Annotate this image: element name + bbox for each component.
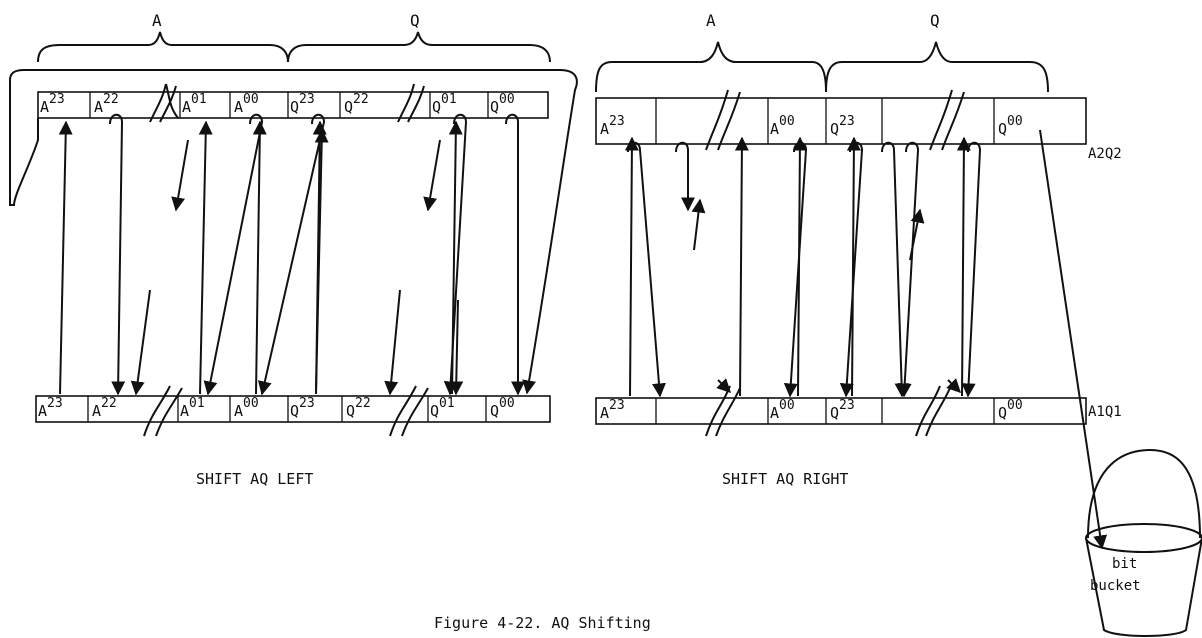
right-down-arrow <box>676 143 688 210</box>
bucket-label-line2: bucket <box>1090 578 1141 594</box>
left-up-arrow <box>256 122 260 394</box>
left-partial-arrow <box>176 140 188 210</box>
bucket-rim <box>1086 524 1202 552</box>
bit-bucket: bit bucket <box>1086 450 1202 636</box>
left-brace-label-q: Q <box>410 11 420 30</box>
left-partial-arrow <box>428 140 440 210</box>
right-up-arrow <box>740 138 742 396</box>
right-down-arrow <box>628 143 660 396</box>
right-up-arrow <box>630 138 632 396</box>
right-partial-arrow <box>718 380 730 392</box>
left-down-arrow <box>110 115 122 394</box>
left-down-arrow <box>450 115 466 394</box>
right-top-register-label: A2Q2 <box>1088 146 1122 162</box>
right-brace-label-q: Q <box>930 11 940 30</box>
right-caption: SHIFT AQ RIGHT <box>722 470 848 488</box>
right-brace-label-a: A <box>706 11 716 30</box>
left-partial-arrow <box>136 290 150 394</box>
left-partial-arrow <box>456 300 458 394</box>
left-down-arrow <box>208 115 262 394</box>
right-down-arrow <box>968 143 980 396</box>
right-brace-q <box>826 42 1048 92</box>
right-up-arrow <box>962 138 964 396</box>
figure-caption: Figure 4-22. AQ Shifting <box>434 614 651 632</box>
right-down-arrow <box>882 143 902 396</box>
left-brace-label-a: A <box>152 11 162 30</box>
bucket-label-line1: bit <box>1112 556 1137 572</box>
left-brace-q <box>288 32 550 62</box>
left-up-arrow <box>60 122 66 394</box>
left-up-arrow <box>200 122 206 394</box>
left-down-arrow <box>262 115 324 394</box>
left-partial-arrow <box>390 290 400 394</box>
right-partial-arrow <box>694 200 700 250</box>
right-brace-a <box>596 42 826 92</box>
right-bottom-register-label: A1Q1 <box>1088 404 1122 420</box>
left-down-arrow <box>506 115 518 394</box>
right-down-arrow <box>904 143 918 396</box>
right-shift-out-arrow <box>1040 130 1102 548</box>
left-caption: SHIFT AQ LEFT <box>196 470 313 488</box>
left-brace-a <box>38 32 288 62</box>
